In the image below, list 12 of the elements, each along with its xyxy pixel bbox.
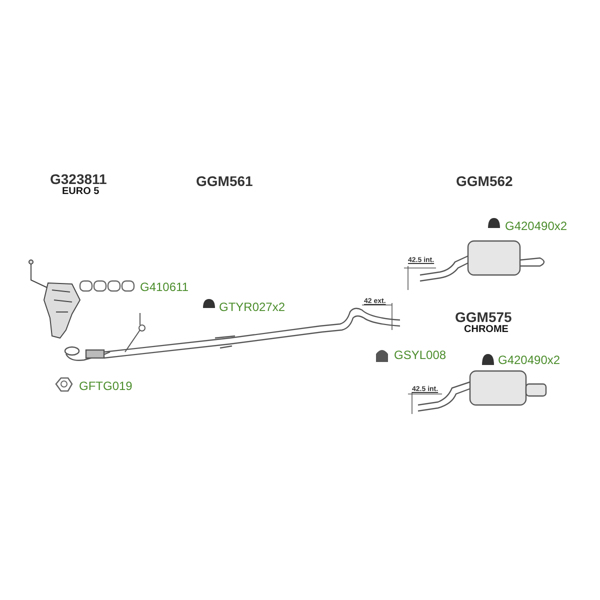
part-number: GTYR027x2 <box>219 301 286 313</box>
part-number: GGM562 <box>456 174 513 188</box>
part-number: GFTG019 <box>79 380 132 392</box>
part-number: G410611 <box>140 281 188 293</box>
part-number: GSYL008 <box>394 349 446 361</box>
part-number: G420490x2 <box>505 220 568 232</box>
part-number: G420490x2 <box>498 354 560 366</box>
part-number: GGM575 <box>455 310 512 324</box>
part-number: G323811 <box>50 172 107 186</box>
note-text: EURO 5 <box>62 187 100 197</box>
part-number: GGM561 <box>196 174 253 188</box>
note-text: CHROME <box>464 325 508 335</box>
